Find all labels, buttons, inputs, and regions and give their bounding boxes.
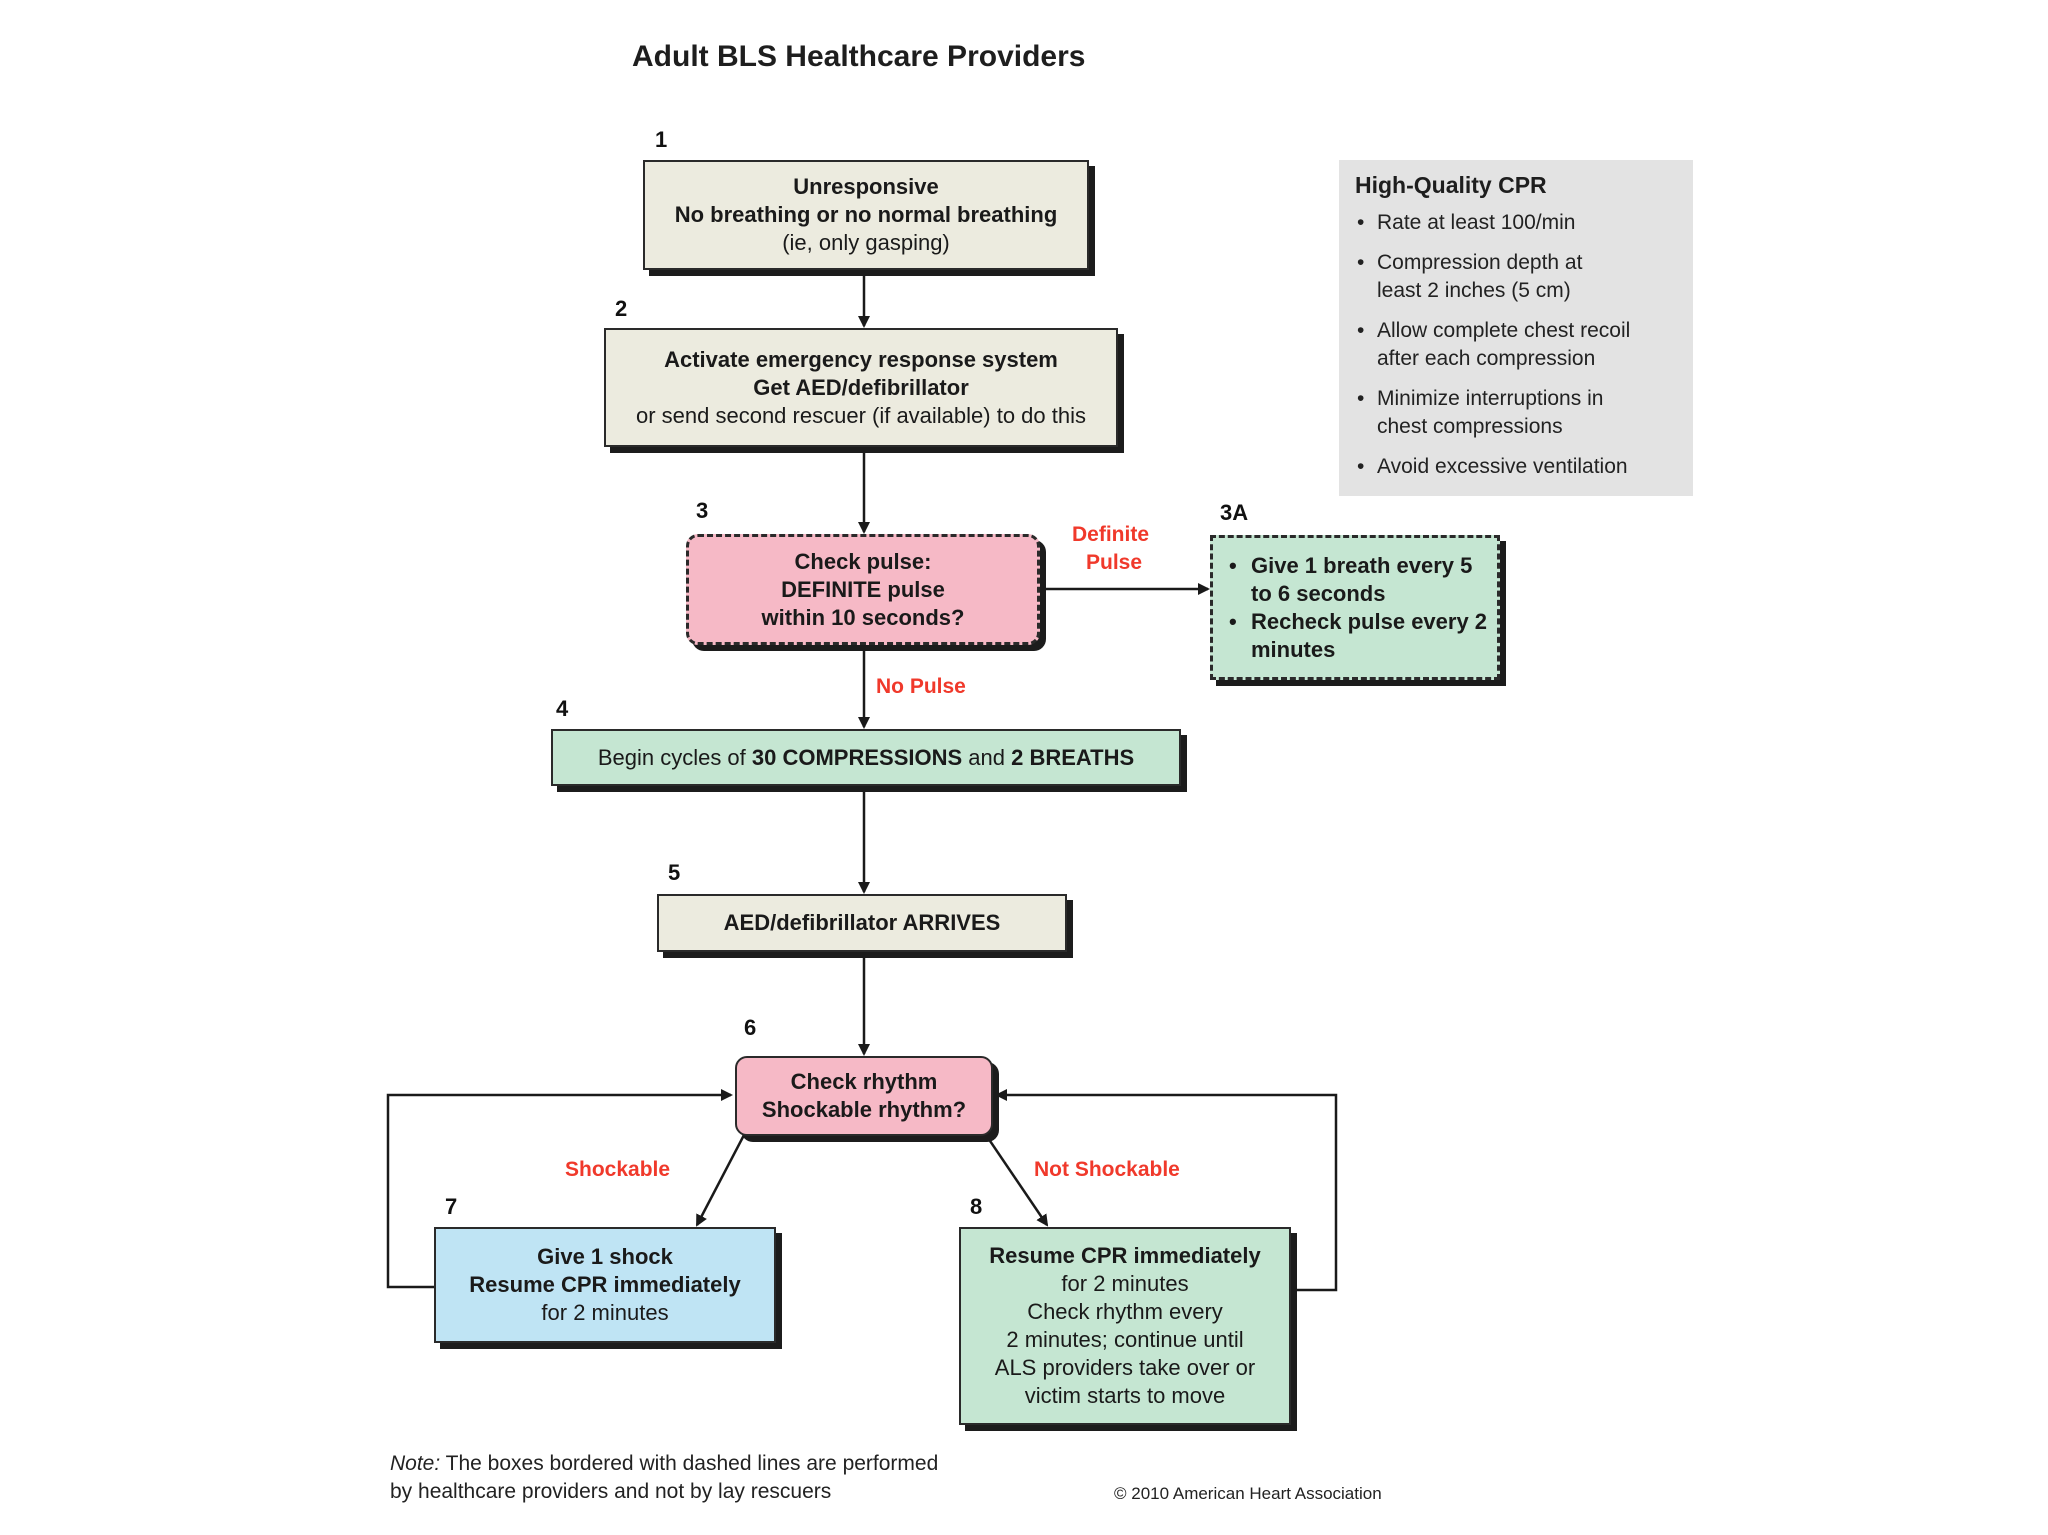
panel-item-line: after each compression: [1377, 347, 1596, 370]
box-8-line: victim starts to move: [1024, 1383, 1226, 1408]
step-number-7: 7: [445, 1194, 458, 1219]
high-quality-cpr-panel: High-Quality CPR Rate at least 100/min C…: [1339, 160, 1693, 496]
label-shockable: Shockable: [565, 1158, 671, 1181]
box-3-line-3: within 10 seconds?: [761, 604, 965, 630]
panel-item-line: Avoid excessive ventilation: [1377, 455, 1628, 478]
box-3-line-2: DEFINITE pulse: [781, 576, 945, 602]
footnote: Note: The boxes bordered with dashed lin…: [390, 1450, 938, 1506]
box-4-compressions: 30 COMPRESSIONS: [751, 744, 963, 770]
panel-item: Avoid excessive ventilation: [1355, 453, 1677, 481]
box-7-line-2: Resume CPR immediately: [469, 1272, 741, 1297]
label-no-pulse: No Pulse: [876, 675, 966, 698]
box-8-line: ALS providers take over or: [994, 1355, 1256, 1380]
page-title: Adult BLS Healthcare Providers: [632, 40, 1086, 73]
arrow-6-to-7: [695, 1134, 746, 1227]
panel-item-line: least 2 inches (5 cm): [1377, 279, 1571, 302]
box-3a-list: Give 1 breath every 5 to 6 seconds Reche…: [1227, 552, 1497, 664]
panel-item: Compression depth at least 2 inches (5 cm…: [1355, 249, 1677, 305]
box-1-line-2: No breathing or no normal breathing: [674, 202, 1058, 227]
loop-8-to-6: [995, 1089, 1338, 1292]
box-unresponsive: Unresponsive No breathing or no normal b…: [643, 160, 1089, 270]
box-check-pulse: Check pulse: DEFINITE pulse within 10 se…: [686, 534, 1040, 645]
box-3a-item: Give 1 breath every 5 to 6 seconds: [1227, 552, 1497, 608]
box-aed-arrives: AED/defibrillator ARRIVES: [657, 894, 1067, 952]
box-4-breaths: 2 BREATHS: [1011, 744, 1135, 770]
box-8-line: 2 minutes; continue until: [1006, 1327, 1244, 1352]
panel-item: Minimize interruptions in chest compressi…: [1355, 385, 1677, 441]
label-pulse: Pulse: [1086, 551, 1143, 574]
box-check-rhythm: Check rhythm Shockable rhythm?: [735, 1056, 993, 1136]
box-8-line: for 2 minutes: [1061, 1271, 1189, 1296]
box-2-line-3: or send second rescuer (if available) to…: [635, 402, 1086, 428]
box-8-line-1: Resume CPR immediately: [989, 1243, 1261, 1268]
panel-item: Allow complete chest recoil after each co…: [1355, 317, 1677, 373]
step-number-6: 6: [744, 1015, 757, 1040]
label-definite: Definite: [1072, 523, 1150, 546]
panel-item: Rate at least 100/min: [1355, 209, 1677, 237]
footnote-line-1: Note: The boxes bordered with dashed lin…: [390, 1450, 938, 1478]
box-4-text-mid: and: [962, 744, 1012, 770]
footnote-text-2: by healthcare providers and not by lay r…: [390, 1480, 832, 1503]
step-number-3: 3: [696, 498, 709, 523]
step-number-3a: 3A: [1220, 500, 1249, 525]
box-4-text-pre: Begin cycles of: [597, 744, 752, 770]
step-number-4: 4: [556, 696, 569, 721]
box-2-line-2: Get AED/defibrillator: [753, 374, 969, 400]
panel-item-line: chest compressions: [1377, 415, 1563, 438]
box-6-line-2: Shockable rhythm?: [761, 1097, 967, 1122]
box-2-line-1: Activate emergency response system: [664, 346, 1058, 372]
step-number-1: 1: [655, 127, 668, 152]
box-give-shock: Give 1 shock Resume CPR immediately for …: [434, 1227, 776, 1343]
footnote-text-1: The boxes bordered with dashed lines are…: [440, 1452, 939, 1475]
box-activate-emergency: Activate emergency response system Get A…: [604, 328, 1118, 447]
panel-item-line: Minimize interruptions in: [1377, 387, 1604, 410]
step-number-8: 8: [970, 1194, 983, 1219]
panel-item-line: Allow complete chest recoil: [1377, 319, 1631, 342]
copyright: © 2010 American Heart Association: [1114, 1484, 1382, 1503]
box-3-line-1: Check pulse:: [794, 548, 932, 574]
box-7-line-1: Give 1 shock: [537, 1244, 673, 1269]
box-1-line-3: (ie, only gasping): [782, 230, 950, 255]
label-not-shockable: Not Shockable: [1034, 1158, 1180, 1181]
box-begin-cycles: Begin cycles of 30 COMPRESSIONS and 2 BR…: [551, 729, 1181, 786]
box-6-line-1: Check rhythm: [790, 1069, 938, 1094]
box-1-line-1: Unresponsive: [793, 174, 939, 199]
box-7-line-3: for 2 minutes: [541, 1300, 669, 1325]
panel-item-line: Compression depth at: [1377, 251, 1583, 274]
panel-list: Rate at least 100/min Compression depth …: [1355, 209, 1677, 481]
box-3a-item: Recheck pulse every 2 minutes: [1227, 608, 1497, 664]
step-number-5: 5: [668, 860, 681, 885]
box-resume-cpr: Resume CPR immediately for 2 minutes Che…: [959, 1227, 1291, 1425]
footnote-label: Note:: [390, 1452, 441, 1475]
panel-item-line: Rate at least 100/min: [1377, 211, 1576, 234]
box-8-line: Check rhythm every: [1027, 1299, 1223, 1324]
step-number-2: 2: [615, 296, 628, 321]
box-5-line-1: AED/defibrillator ARRIVES: [723, 910, 1001, 935]
loop-7-to-6: [386, 1089, 733, 1289]
box-give-breath: Give 1 breath every 5 to 6 seconds Reche…: [1210, 535, 1500, 680]
arrow-6-to-8: [984, 1134, 1049, 1227]
panel-title: High-Quality CPR: [1355, 172, 1547, 198]
